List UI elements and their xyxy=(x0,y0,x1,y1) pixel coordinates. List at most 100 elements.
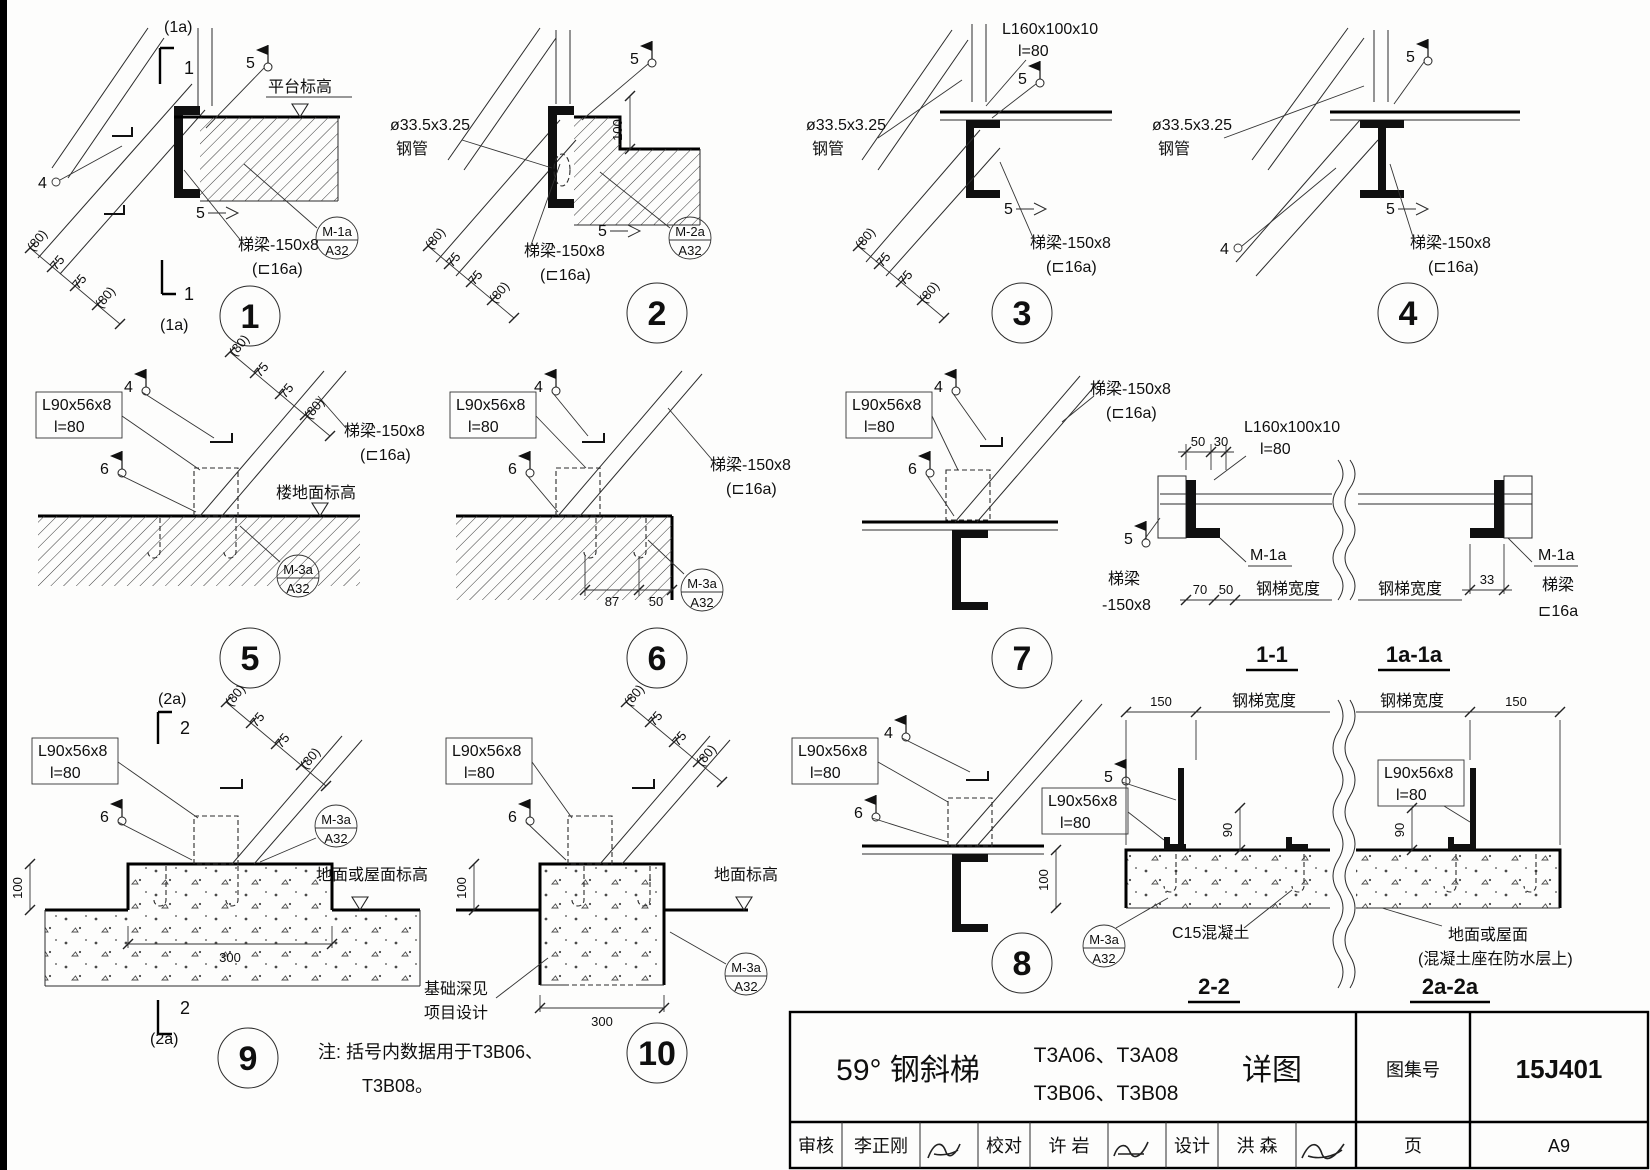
section-number: 2 xyxy=(180,998,190,1018)
channel-beam-section xyxy=(966,120,1000,198)
channel-size: ⊏16a xyxy=(1538,603,1578,620)
platform-level-label: 平台标高 xyxy=(268,78,332,96)
weld-num-label: 5 xyxy=(1386,201,1395,218)
section-mark-label: (1a) xyxy=(164,19,192,36)
beam-label: 梯梁-150x8 xyxy=(1090,380,1171,398)
weld-id: M-1a xyxy=(322,224,352,239)
weld-mark-m3a: M-3a A32 xyxy=(1082,897,1169,968)
dim-label: 100 xyxy=(1036,869,1051,891)
weld-mark-m3a: M-3a A32 xyxy=(669,931,768,996)
break-line xyxy=(1332,699,1344,989)
base-plate-dashed xyxy=(947,797,993,847)
flag-4-icon xyxy=(893,714,911,742)
stair-width-label: 钢梯宽度 xyxy=(1256,580,1320,598)
section-mark-label: (2a) xyxy=(150,1031,178,1048)
concrete-slab-hatch xyxy=(200,117,338,201)
foundation-outline xyxy=(538,862,666,985)
stair-width-label: 钢梯宽度 xyxy=(1380,692,1444,710)
weld-num-label: 6 xyxy=(854,805,863,822)
ground-level-label: 地面标高 xyxy=(714,866,778,884)
review-label: 审核 xyxy=(798,1136,834,1156)
dim-150: 150 xyxy=(1150,694,1172,709)
level-symbol xyxy=(311,502,329,517)
weld-num-label: 4 xyxy=(534,379,543,396)
section-number: 1 xyxy=(184,284,194,304)
end-plate xyxy=(1503,475,1533,539)
page-number: A9 xyxy=(1548,1136,1570,1156)
dim-150-width: 150 钢梯宽度 xyxy=(1120,692,1330,845)
angle-bracket-section xyxy=(1470,480,1504,538)
detail-5: 4 L90x56x8 l=80 梯梁-150x8 (⊏16a) 6 楼地面标高 … xyxy=(35,332,425,689)
floor-hatch xyxy=(456,516,672,600)
dim-label: 100 xyxy=(610,119,625,141)
detail-number: 10 xyxy=(638,1035,676,1073)
beam-label: 梯梁-150x8 xyxy=(1030,234,1111,252)
section-number: 1 xyxy=(184,58,194,78)
angle-label: L90x56x8 xyxy=(852,397,921,414)
section-cut-mark xyxy=(158,46,174,84)
detail-2: 100 5 ø33.5x3.25 钢管 (80) 75 75 (80) 梯梁-1… xyxy=(390,27,712,344)
weld-id: M-3a xyxy=(321,812,351,827)
detail-8: L90x56x8 l=80 4 6 8 xyxy=(791,699,1103,994)
seat-angle xyxy=(1448,837,1470,850)
weld-std: A32 xyxy=(734,979,757,994)
section-title: 2a-2a xyxy=(1422,974,1479,999)
step-angle xyxy=(980,437,1003,447)
angle-length: l=80 xyxy=(50,765,81,782)
dim-label: 90 xyxy=(1220,823,1235,837)
flag-4-icon xyxy=(133,368,151,396)
pipe-dashed xyxy=(553,153,571,187)
arrowhead xyxy=(627,224,642,238)
pipe-label: 钢管 xyxy=(812,140,844,158)
section-mark-label: (1a) xyxy=(160,317,188,334)
break-line xyxy=(1344,459,1356,601)
angle-label-box xyxy=(1377,759,1465,807)
section-mark-label: (2a) xyxy=(158,691,186,708)
detail-4: 5 ø33.5x3.25 钢管 4 5 梯梁-150x8 (⊏16a) 4 xyxy=(1152,27,1520,344)
dim-70-50: 70 50 xyxy=(1180,582,1245,606)
section-cut-mark xyxy=(156,1000,172,1036)
weld-num-label: 6 xyxy=(908,461,917,478)
dim-50: 50 xyxy=(1219,582,1233,597)
ibeam-section xyxy=(1360,120,1404,198)
anchor-bolt xyxy=(571,866,585,907)
angle-label: L90x56x8 xyxy=(452,743,521,760)
anchor-bolt xyxy=(1163,854,1177,893)
flag-5-icon xyxy=(1415,38,1433,66)
dim-chain: (80) 75 75 (80) xyxy=(224,332,336,442)
weld-num-label: 5 xyxy=(1406,49,1415,66)
angle-label-box xyxy=(35,391,123,439)
concrete-base xyxy=(1126,850,1330,908)
foundation-concrete xyxy=(540,864,664,985)
flag-6-icon xyxy=(517,798,535,826)
weld-num-label: 4 xyxy=(124,379,133,396)
footing-concrete xyxy=(45,910,420,986)
dim-100: 100 xyxy=(454,858,480,916)
designer-signature xyxy=(1301,1143,1345,1160)
step-angle xyxy=(632,779,655,789)
dim-50-30: 50 30 xyxy=(1178,434,1234,470)
anchor-bolt xyxy=(637,866,651,907)
detail-1: (1a) 1 5 平台标高 4 5 梯梁-150x8 (⊏16a) M-1a A… xyxy=(24,19,359,347)
dim-75: 75 xyxy=(272,730,293,751)
dim-chain: (80) 75 75 (80) xyxy=(220,682,332,792)
anchor-bolt xyxy=(153,866,167,907)
anchor-bolt xyxy=(1291,854,1305,893)
angle-label: L90x56x8 xyxy=(42,397,111,414)
base-plate-dashed xyxy=(193,467,239,517)
pipe-size-label: ø33.5x3.25 xyxy=(806,117,886,134)
step-angle xyxy=(104,205,125,215)
sheet-border xyxy=(0,0,7,1170)
flag-6-icon xyxy=(917,450,935,478)
angle-label-box xyxy=(445,737,533,785)
weld-mark-m3a: M-3a A32 xyxy=(239,525,320,598)
dim-75: 75 xyxy=(251,359,272,380)
pipe-label: 钢管 xyxy=(396,140,428,158)
base-plate-dashed xyxy=(567,815,613,865)
weld-id: M-3a xyxy=(687,576,717,591)
dim-label: 300 xyxy=(591,1014,613,1029)
detail-9: (2a) 2 (80) 75 75 (80) L90x56x8 l=80 6 M… xyxy=(10,682,428,1089)
weld-num-label: 4 xyxy=(1220,241,1229,258)
weld-num-label: 4 xyxy=(934,379,943,396)
